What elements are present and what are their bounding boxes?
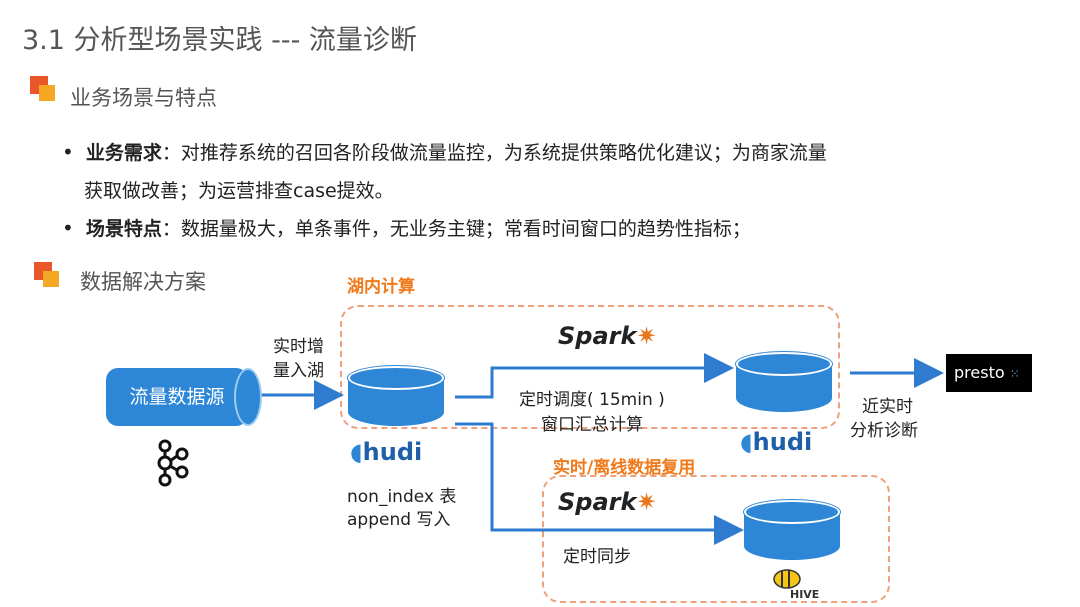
table-type-label-2: append 写入 (347, 510, 451, 530)
bullet-text: ：对推荐系统的召回各阶段做流量监控，为系统提供策略优化建议；为商家流量 (161, 142, 827, 164)
section-title-solution: 数据解决方案 (80, 270, 206, 294)
near-realtime-label-1: 近实时 (862, 397, 913, 417)
schedule-label-1: 定时调度( 15min ) (519, 390, 665, 410)
table-type-label-1: non_index 表 (347, 487, 457, 507)
hudi-logo: ◖hudi (740, 428, 813, 456)
section-bullet-icon (34, 262, 60, 288)
bullet-label: 场景特点 (85, 218, 162, 240)
section-bullet-icon (30, 76, 56, 102)
sync-label: 定时同步 (563, 547, 631, 567)
presto-logo: presto ⁙ (946, 354, 1032, 392)
page-title: 3.1 分析型场景实践 --- 流量诊断 (22, 25, 417, 56)
lake-compute-group (340, 305, 840, 429)
hive-table (744, 500, 840, 560)
bullet-requirement-cont: 获取做改善；为运营排查case提效。 (84, 180, 394, 202)
schedule-label-2: 窗口汇总计算 (541, 415, 643, 435)
hive-logo: HIVE (772, 566, 819, 602)
arrow-schedule (455, 353, 734, 399)
spark-logo: Spark✷ (558, 322, 657, 350)
reuse-label: 实时/离线数据复用 (553, 458, 696, 478)
traffic-source-label: 流量数据源 (129, 386, 225, 408)
hudi-table-agg (736, 352, 832, 412)
section-title-business: 业务场景与特点 (70, 86, 217, 110)
lake-compute-label: 湖内计算 (347, 277, 415, 297)
kafka-icon (157, 439, 189, 487)
reuse-group (542, 475, 890, 603)
bullet-characteristics: • 场景特点：数据量极大，单条事件，无业务主键；常看时间窗口的趋势性指标； (62, 216, 751, 240)
bullet-requirement: • 业务需求：对推荐系统的召回各阶段做流量监控，为系统提供策略优化建议；为商家流… (62, 140, 827, 164)
hudi-logo: ◖hudi (350, 438, 423, 466)
bullet-label: 业务需求 (85, 142, 162, 164)
ingest-label-1: 实时增 (273, 337, 324, 357)
bee-icon (773, 569, 801, 589)
traffic-source: 流量数据源 (106, 368, 262, 426)
ingest-label-2: 量入湖 (273, 361, 324, 381)
spark-logo: Spark✷ (558, 488, 657, 516)
hudi-table-raw (348, 366, 444, 426)
arrow-sync (455, 422, 744, 545)
near-realtime-label-2: 分析诊断 (850, 421, 918, 441)
bullet-text: ：数据量极大，单条事件，无业务主键；常看时间窗口的趋势性指标； (161, 218, 751, 240)
